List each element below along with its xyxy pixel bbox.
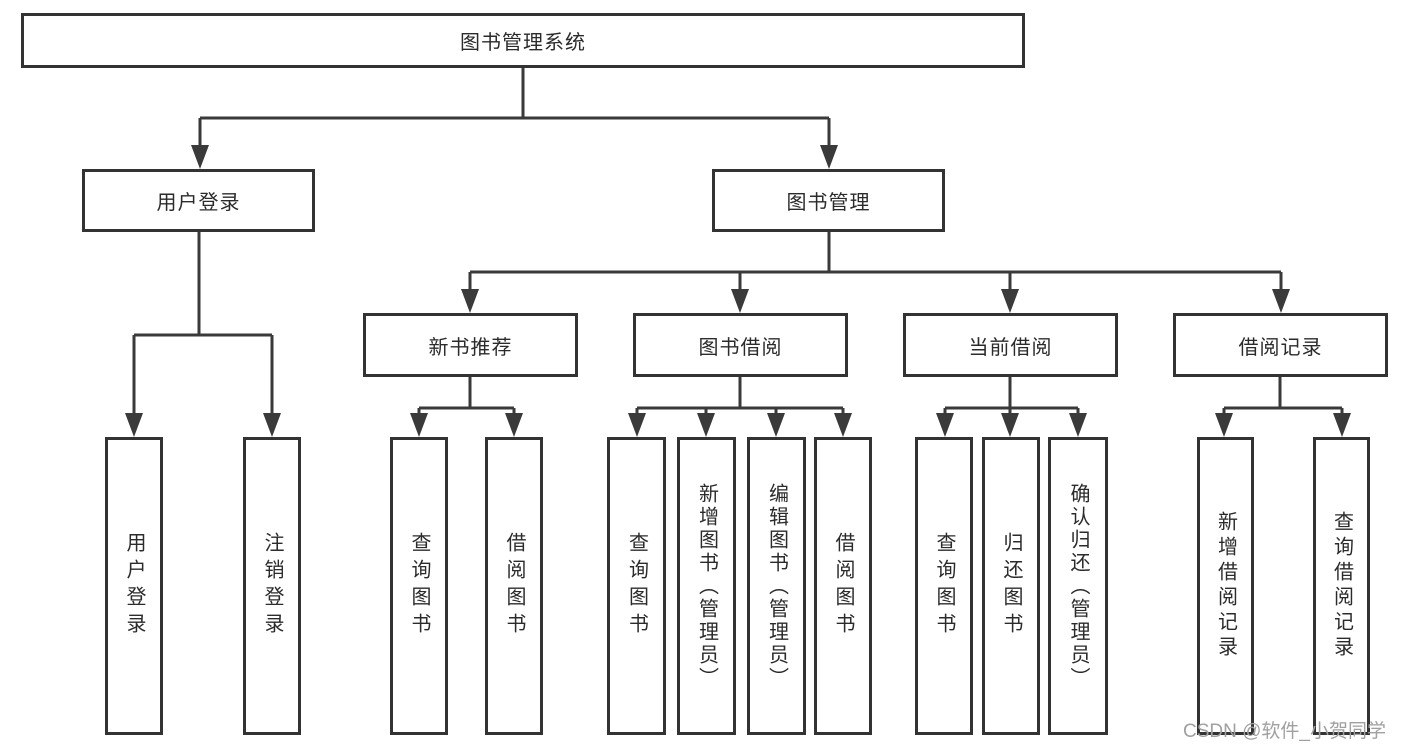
leaf-confirm-return-admin: 确认归还（管理员） [1048,437,1108,735]
node-user-login: 用户登录 [82,169,315,232]
node-borrow-records: 借阅记录 [1173,313,1388,377]
leaf-add-books-admin: 新增图书（管理员） [677,437,736,735]
node-current-borrow: 当前借阅 [903,313,1118,377]
leaf-query-books-borrow: 查询图书 [607,437,666,735]
leaf-query-borrow-record: 查询借阅记录 [1313,437,1370,735]
csdn-watermark: CSDN @软件_小贺同学 [1183,721,1386,742]
leaf-borrow-books: 借阅图书 [814,437,872,735]
node-new-book-recommend: 新书推荐 [363,313,578,377]
leaf-borrow-books-recommend: 借阅图书 [485,437,543,735]
leaf-query-books-recommend: 查询图书 [390,437,448,735]
leaf-query-books-current: 查询图书 [915,437,973,735]
leaf-logout: 注销登录 [243,437,301,735]
node-library-management-system: 图书管理系统 [21,13,1025,68]
node-book-borrow: 图书借阅 [633,313,848,377]
node-book-management: 图书管理 [712,169,945,232]
leaf-return-books: 归还图书 [982,437,1040,735]
leaf-edit-books-admin: 编辑图书（管理员） [747,437,806,735]
leaf-user-login: 用户登录 [105,437,163,735]
leaf-add-borrow-record: 新增借阅记录 [1197,437,1254,735]
